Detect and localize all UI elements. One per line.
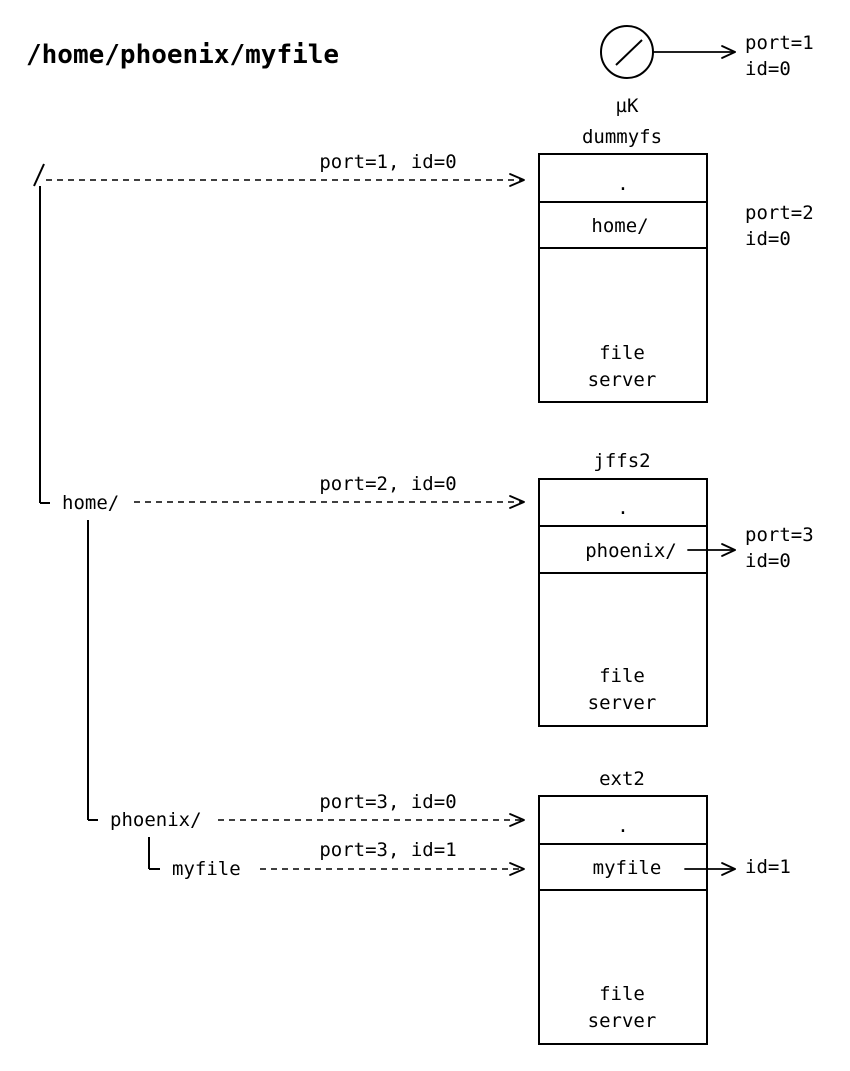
server-name: jffs2: [593, 450, 650, 472]
server-entry-dot: .: [617, 173, 628, 195]
server-name: ext2: [599, 768, 645, 790]
microkernel-clock-icon: [600, 25, 654, 79]
path-title: /home/phoenix/myfile: [26, 40, 339, 70]
tree-node-phoenix: phoenix/: [110, 809, 202, 831]
server-side-line2: id=0: [745, 550, 791, 572]
microkernel-label: µK: [616, 95, 639, 117]
links: port=1, id=0 port=2, id=0 port=3, id=0 p…: [46, 151, 525, 876]
server-footer-line1: file: [599, 665, 645, 687]
server-ext2: ext2 . myfile file server id=1: [538, 768, 791, 1045]
server-name: dummyfs: [582, 126, 662, 148]
server-dummyfs: dummyfs . home/ file server port=2 id=0: [538, 126, 814, 403]
server-side-line1: port=2: [745, 202, 814, 224]
server-footer-line2: server: [588, 692, 657, 714]
server-box: [538, 153, 708, 403]
server-footer-line1: file: [599, 983, 645, 1005]
root-slash: [33, 163, 45, 187]
server-side-line2: id=0: [745, 228, 791, 250]
link-label: port=3, id=1: [319, 839, 456, 861]
link-label: port=1, id=0: [319, 151, 456, 173]
link-label: port=3, id=0: [319, 791, 456, 813]
server-footer-line1: file: [599, 342, 645, 364]
server-entry-home: home/: [591, 215, 648, 237]
server-footer-line2: server: [588, 369, 657, 391]
server-box: [538, 478, 708, 727]
tree-node-myfile: myfile: [172, 858, 241, 880]
server-box: [538, 795, 708, 1045]
microkernel-port-line2: id=0: [745, 58, 791, 80]
server-footer-line2: server: [588, 1010, 657, 1032]
link-label: port=2, id=0: [319, 473, 456, 495]
tree-node-home: home/: [62, 492, 119, 514]
server-entry-dot: .: [617, 497, 628, 519]
server-side-line1: port=3: [745, 524, 814, 546]
server-entry-dot: .: [617, 815, 628, 837]
path-tree: home/ phoenix/ myfile: [33, 163, 241, 880]
microkernel-port-line1: port=1: [745, 32, 814, 54]
server-entry-myfile: myfile: [593, 857, 662, 879]
microkernel: µK port=1 id=0: [600, 25, 814, 117]
server-side-line1: id=1: [745, 856, 791, 878]
server-entry-phoenix: phoenix/: [585, 540, 677, 562]
server-jffs2: jffs2 . phoenix/ file server port=3 id=0: [538, 450, 814, 727]
